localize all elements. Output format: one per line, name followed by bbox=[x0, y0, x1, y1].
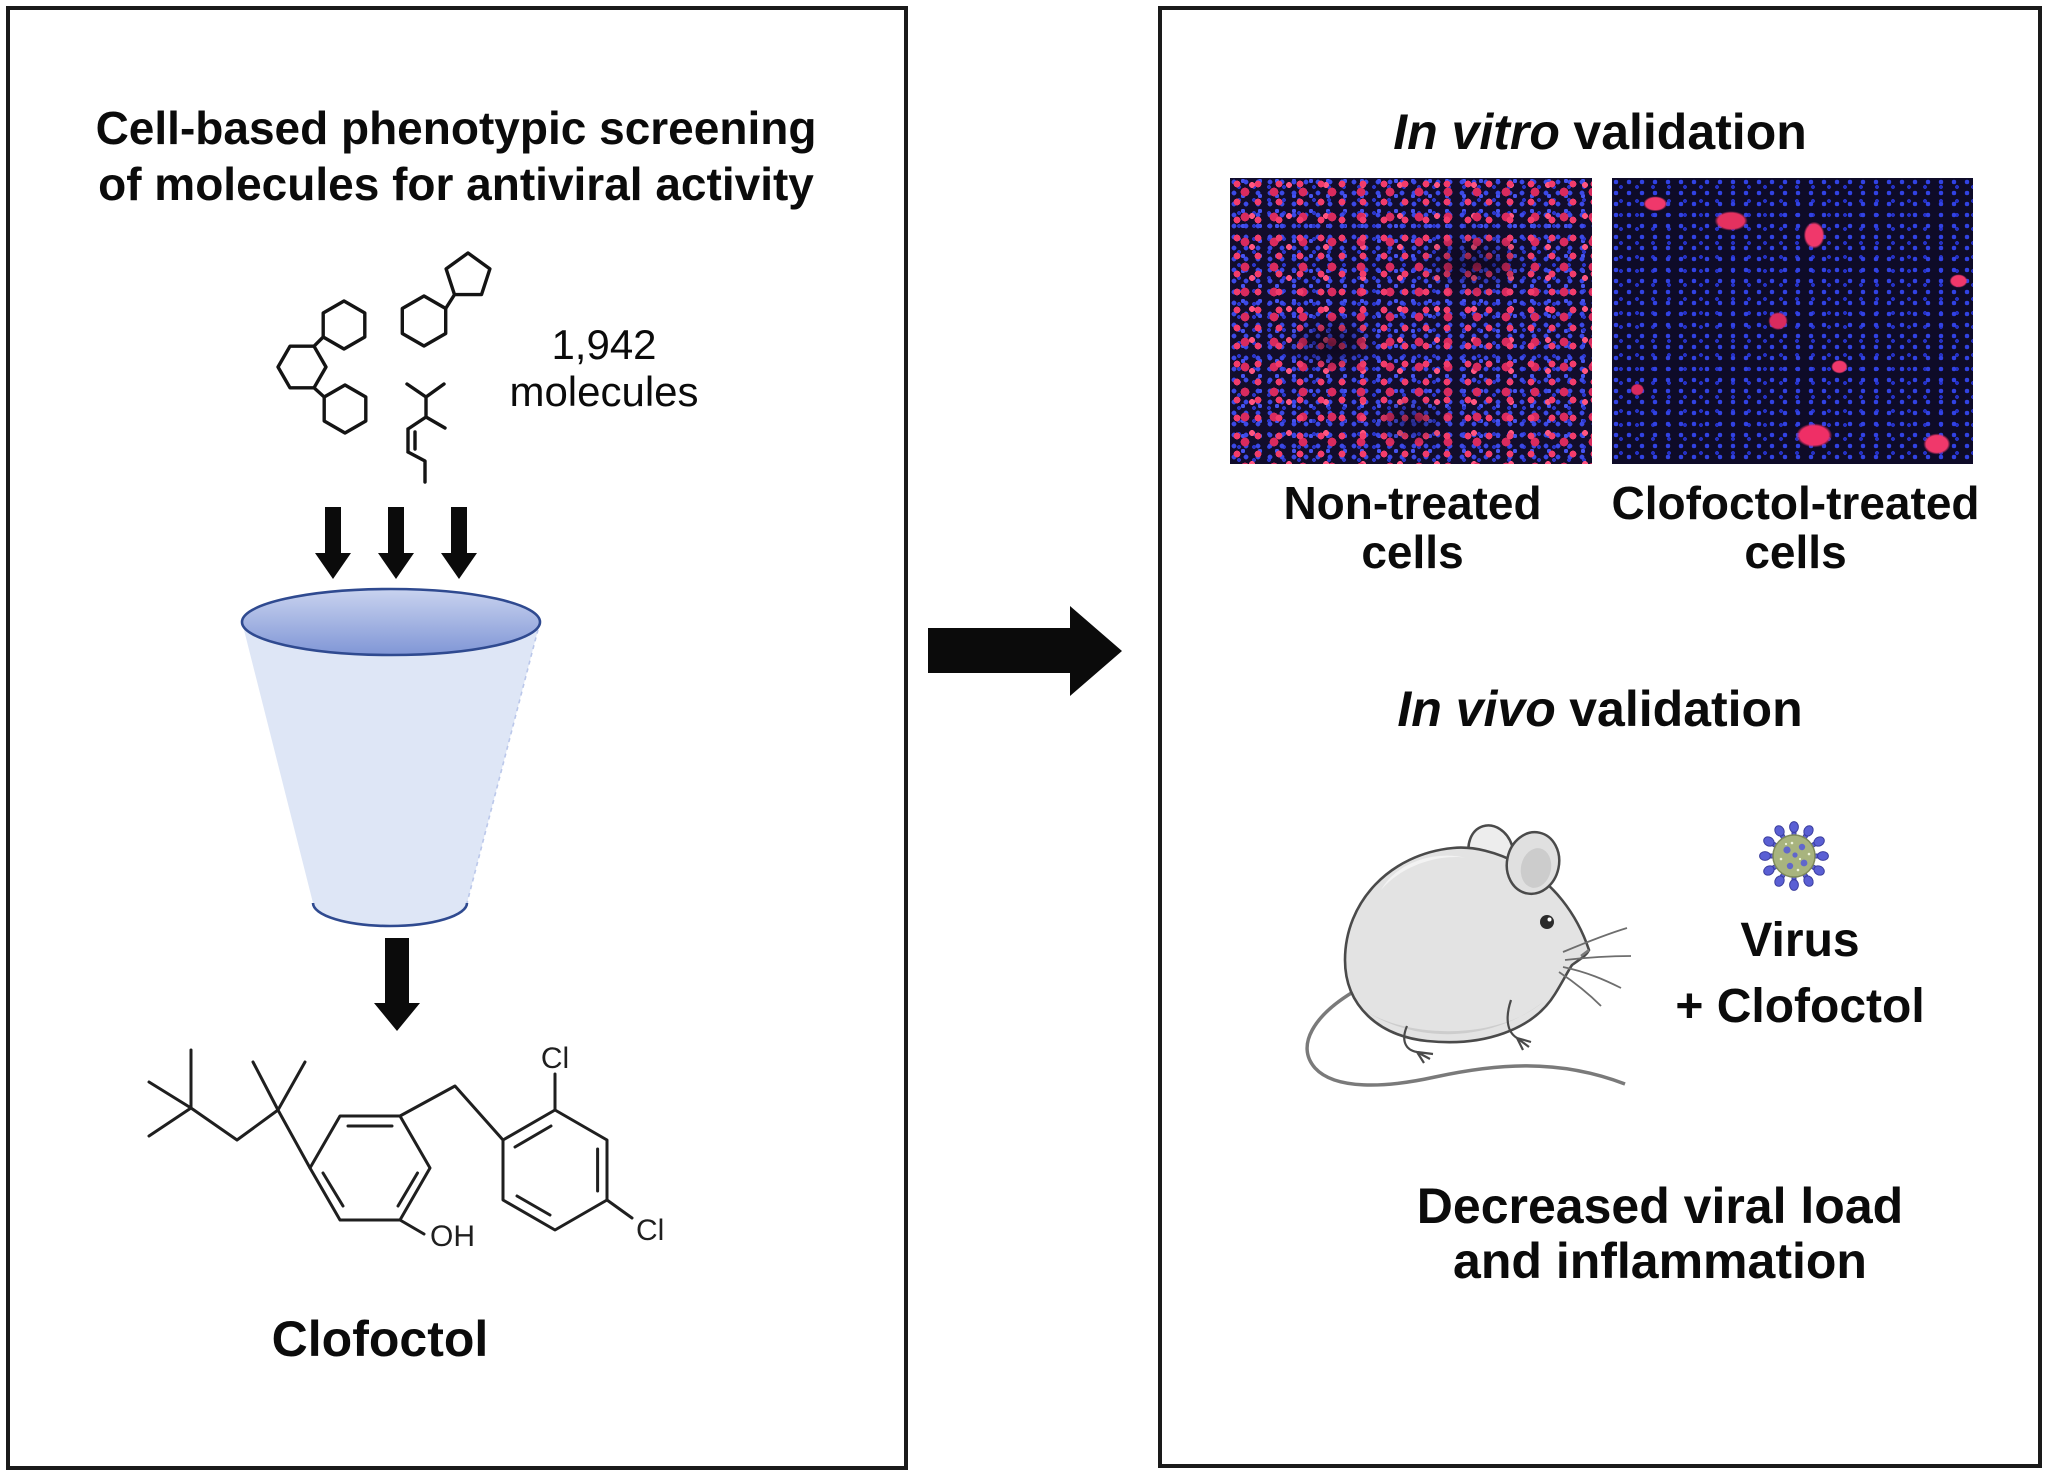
screening-panel bbox=[6, 6, 908, 1470]
compound-name-label: Clofoctol bbox=[271, 1311, 489, 1367]
fluorescence-image-nontreated bbox=[1230, 178, 1592, 464]
right-arrow-icon bbox=[928, 606, 1122, 696]
fluorescence-image-treated bbox=[1612, 178, 1973, 464]
virus-clofoctol-label: Virus+ Clofoctol bbox=[1675, 914, 1925, 1033]
